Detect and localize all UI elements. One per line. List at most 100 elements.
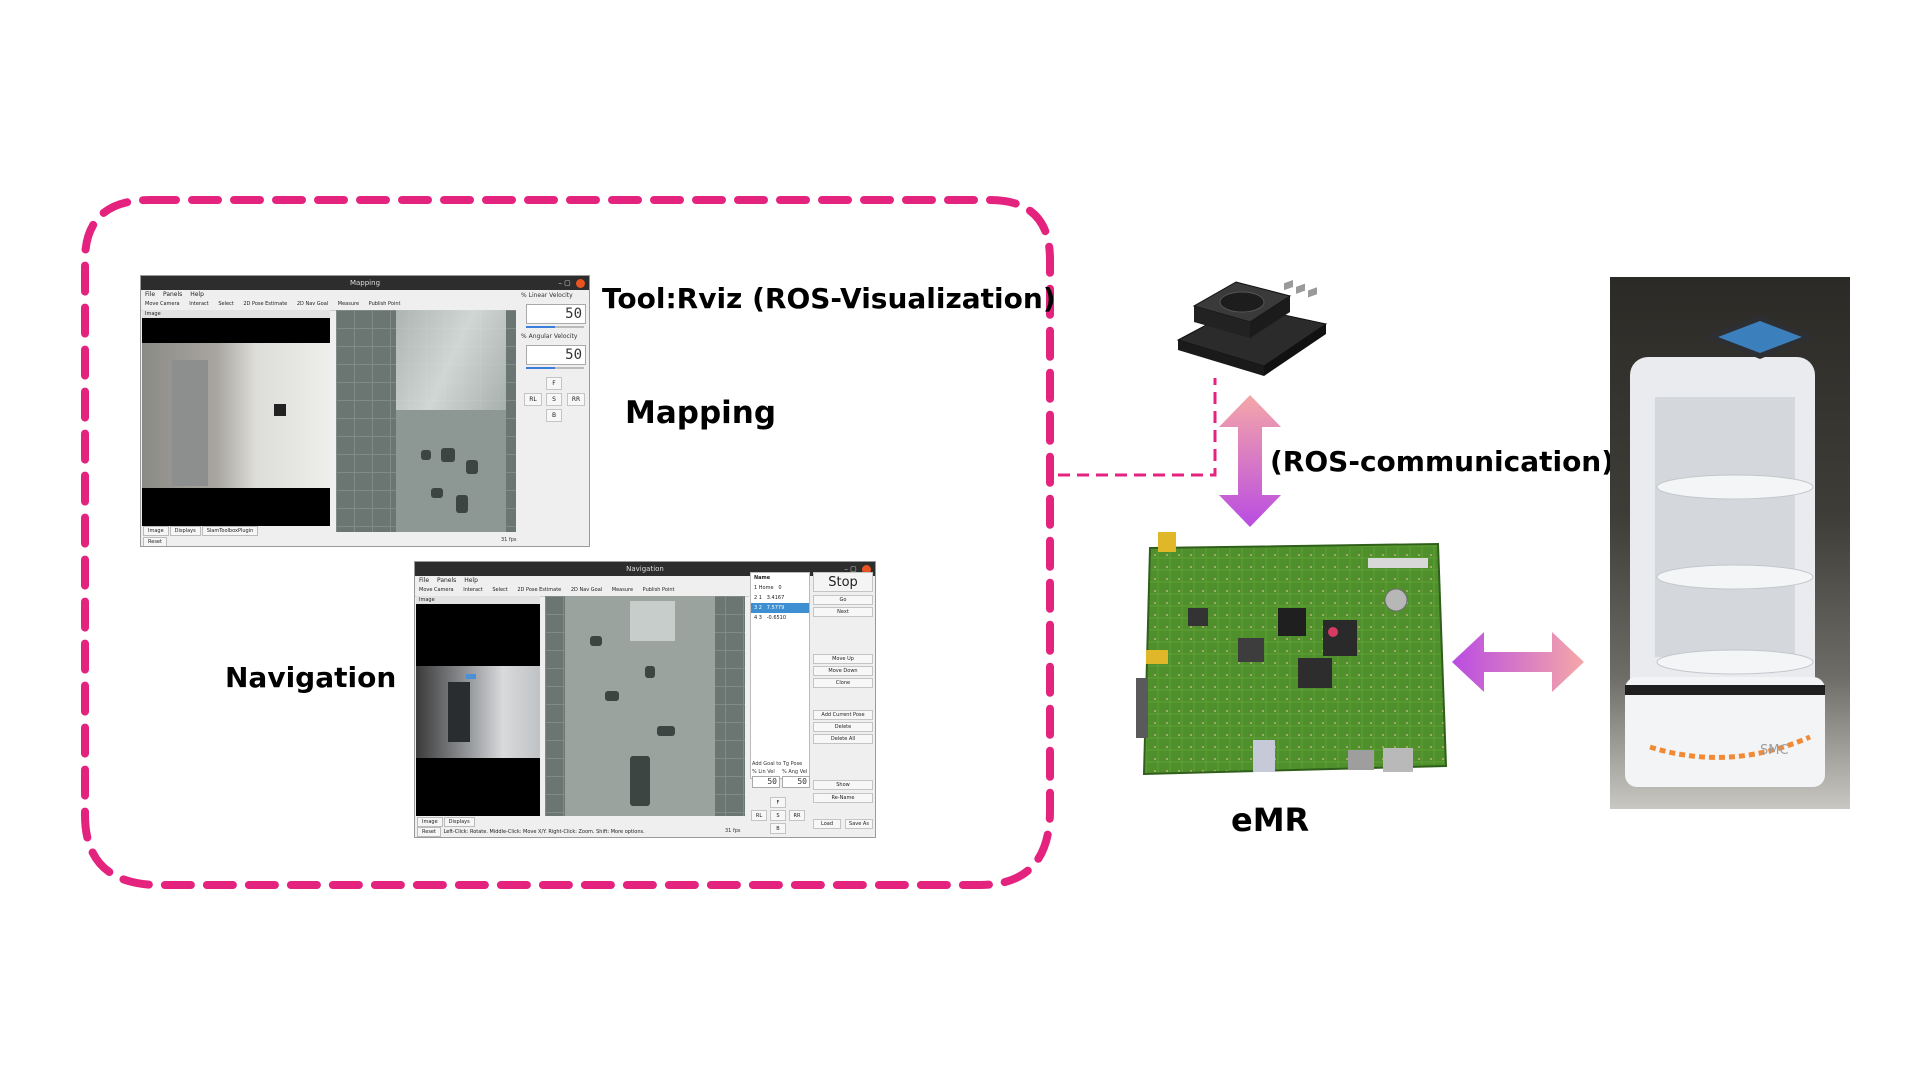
window-controls[interactable]: – ▢ bbox=[558, 276, 585, 290]
forward-button[interactable]: F bbox=[546, 377, 562, 390]
navigation-rviz-window: Navigation – ▢ File Panels Help Move Cam… bbox=[414, 561, 876, 838]
backward-button[interactable]: B bbox=[546, 409, 562, 422]
list-item[interactable]: 4 3 -0.6510 bbox=[754, 615, 787, 621]
menu-file[interactable]: File bbox=[145, 291, 156, 298]
list-header: Name bbox=[751, 573, 809, 583]
emr-label: eMR bbox=[1231, 801, 1310, 839]
add-goal-checkbox[interactable]: Add Goal to Tg Pose bbox=[752, 761, 803, 767]
show-button[interactable]: Show bbox=[813, 780, 873, 790]
tab-image[interactable]: Image bbox=[143, 526, 169, 536]
move-up-button[interactable]: Move Up bbox=[813, 654, 873, 664]
stop-button[interactable]: Stop bbox=[813, 572, 873, 592]
image-panel-header: Image bbox=[142, 310, 330, 318]
camera-doorway bbox=[448, 682, 470, 742]
tool-2d-nav-goal[interactable]: 2D Nav Goal bbox=[570, 587, 603, 593]
tool-interact[interactable]: Interact bbox=[189, 301, 209, 307]
menu-file[interactable]: File bbox=[419, 577, 430, 584]
forward-button[interactable]: F bbox=[770, 797, 786, 808]
rotate-left-button[interactable]: RL bbox=[751, 810, 767, 821]
yellow-connector bbox=[1146, 650, 1168, 664]
menu-panels[interactable]: Panels bbox=[436, 577, 457, 584]
hdmi-port bbox=[1253, 740, 1275, 772]
camera-door bbox=[172, 360, 208, 486]
tool-2d-pose[interactable]: 2D Pose Estimate bbox=[517, 587, 562, 593]
robot-screen-display bbox=[1718, 321, 1802, 353]
fan-icon bbox=[1219, 291, 1265, 313]
save-as-button[interactable]: Save As bbox=[845, 819, 873, 829]
rotate-right-button[interactable]: RR bbox=[567, 393, 585, 406]
stop-button[interactable]: S bbox=[546, 393, 562, 406]
navigation-label: Navigation bbox=[225, 661, 397, 694]
window-controls[interactable]: – ▢ bbox=[844, 562, 871, 576]
menu-help[interactable]: Help bbox=[190, 291, 204, 298]
clone-button[interactable]: Clone bbox=[813, 678, 873, 688]
mapping-image-panel: Image bbox=[142, 310, 330, 532]
navigation-title: Navigation bbox=[626, 565, 664, 573]
mapping-label: Mapping bbox=[625, 395, 777, 431]
map-obstacle bbox=[441, 448, 455, 462]
soc-chip bbox=[1323, 620, 1357, 656]
tool-measure[interactable]: Measure bbox=[337, 301, 360, 307]
menu-help[interactable]: Help bbox=[464, 577, 478, 584]
reset-button[interactable]: Reset bbox=[143, 537, 167, 546]
backward-button[interactable]: B bbox=[770, 823, 786, 834]
rotate-left-button[interactable]: RL bbox=[524, 393, 542, 406]
mapping-rviz-window: Mapping – ▢ File Panels Help Move Camera… bbox=[140, 275, 590, 547]
map-obstacle bbox=[657, 726, 675, 736]
map-obstacle bbox=[605, 691, 619, 701]
tool-publish-point[interactable]: Publish Point bbox=[642, 587, 675, 593]
next-button[interactable]: Next bbox=[813, 607, 873, 617]
delete-all-button[interactable]: Delete All bbox=[813, 734, 873, 744]
robot-body bbox=[1625, 315, 1825, 787]
tool-interact[interactable]: Interact bbox=[463, 587, 483, 593]
close-icon[interactable] bbox=[862, 564, 871, 574]
usb-port bbox=[1296, 283, 1305, 294]
list-item[interactable]: 1 Home 0 bbox=[754, 585, 782, 591]
angular-velocity-display: 50 bbox=[526, 345, 586, 365]
tool-move-camera[interactable]: Move Camera bbox=[419, 587, 454, 593]
map-corridor bbox=[396, 410, 506, 532]
ros-communication-arrow bbox=[1219, 395, 1281, 527]
tool-2d-pose[interactable]: 2D Pose Estimate bbox=[243, 301, 288, 307]
reset-button[interactable]: Reset bbox=[417, 827, 441, 837]
map-free-area bbox=[630, 601, 675, 641]
move-down-button[interactable]: Move Down bbox=[813, 666, 873, 676]
heatsink-side bbox=[1194, 306, 1250, 338]
tab-displays[interactable]: Displays bbox=[443, 817, 475, 827]
stop-small-button[interactable]: S bbox=[770, 810, 786, 821]
tool-select[interactable]: Select bbox=[218, 301, 234, 307]
rename-button[interactable]: Re-Name bbox=[813, 793, 873, 803]
list-item-selected[interactable]: 3 2 7.5779 bbox=[751, 603, 809, 613]
tool-measure[interactable]: Measure bbox=[611, 587, 634, 593]
jetson-base-side bbox=[1178, 340, 1264, 376]
camera-floor bbox=[142, 343, 330, 488]
double-arrow-horizontal bbox=[1452, 632, 1584, 692]
list-item[interactable]: 2 1 3.4167 bbox=[754, 595, 785, 601]
delete-button[interactable]: Delete bbox=[813, 722, 873, 732]
menu-panels[interactable]: Panels bbox=[162, 291, 183, 298]
double-arrow-vertical bbox=[1219, 395, 1281, 527]
raspberry-logo-icon bbox=[1328, 627, 1338, 637]
mapping-map-view bbox=[336, 310, 516, 532]
go-button[interactable]: Go bbox=[813, 595, 873, 605]
add-current-pose-button[interactable]: Add Current Pose bbox=[813, 710, 873, 720]
usb-port bbox=[1308, 287, 1317, 298]
load-button[interactable]: Load bbox=[813, 819, 841, 829]
tab-displays[interactable]: Displays bbox=[169, 526, 201, 536]
tab-image[interactable]: Image bbox=[417, 817, 443, 827]
tool-move-camera[interactable]: Move Camera bbox=[145, 301, 180, 307]
robot-shelf bbox=[1656, 474, 1814, 500]
usb-port bbox=[1284, 279, 1293, 291]
map-obstacle bbox=[421, 450, 431, 460]
tool-publish-point[interactable]: Publish Point bbox=[368, 301, 401, 307]
rotate-right-button[interactable]: RR bbox=[789, 810, 805, 821]
angular-velocity-slider[interactable] bbox=[526, 367, 584, 369]
tab-slam-toolbox[interactable]: SlamToolboxPlugin bbox=[201, 526, 259, 536]
close-icon[interactable] bbox=[576, 278, 585, 288]
tool-select[interactable]: Select bbox=[492, 587, 508, 593]
map-obstacle bbox=[630, 756, 650, 806]
robot-shelf bbox=[1656, 564, 1814, 590]
tool-2d-nav-goal[interactable]: 2D Nav Goal bbox=[296, 301, 329, 307]
linear-velocity-slider[interactable] bbox=[526, 326, 584, 328]
